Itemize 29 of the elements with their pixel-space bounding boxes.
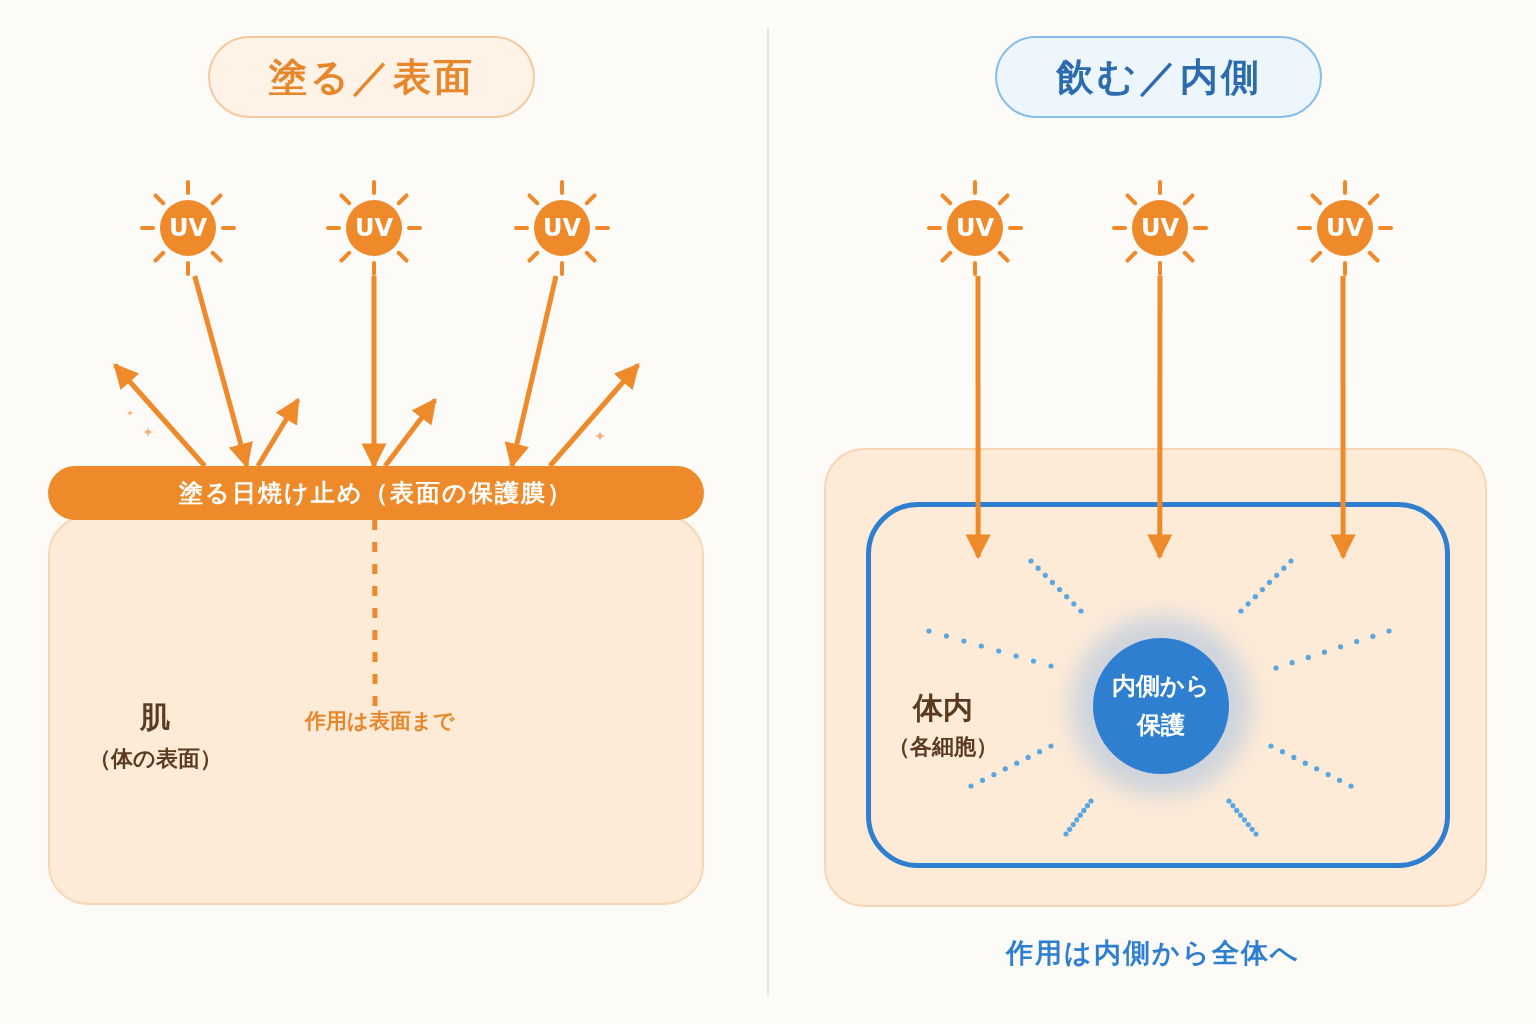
arrow	[504, 275, 559, 469]
arrow	[255, 397, 301, 468]
arrow	[192, 275, 253, 469]
region-label: 肌	[140, 697, 170, 736]
uv-label: UV	[354, 214, 394, 242]
section-title-pill: 飲む／内側	[995, 36, 1322, 118]
effect-note: 作用は表面まで	[284, 705, 475, 736]
uv-label: UV	[542, 214, 582, 242]
arrow	[547, 363, 640, 468]
uv-label: UV	[1325, 214, 1365, 242]
uv-label: UV	[168, 214, 208, 242]
uv-label: UV	[955, 214, 995, 242]
cell-region-frame	[865, 501, 1450, 868]
arrow	[1330, 276, 1356, 560]
protection-circle: 内側から保護	[1092, 637, 1229, 774]
body-area	[824, 448, 1487, 907]
caption-text: 作用は内側から全体へ	[1006, 936, 1300, 970]
arrow	[113, 363, 207, 468]
sunscreen-layer-bar: 塗る日焼け止め（表面の保護膜）	[48, 466, 704, 520]
region-sublabel: （体の表面）	[88, 745, 222, 773]
region-label: 体内	[912, 688, 973, 726]
region-sublabel: （各細胞）	[887, 732, 998, 761]
dashed-line	[372, 520, 378, 706]
section-title-pill: 塗る／表面	[208, 36, 535, 118]
arrow	[965, 276, 991, 560]
arrow	[1147, 276, 1173, 560]
uv-label: UV	[1140, 214, 1180, 242]
arrow	[361, 276, 387, 469]
arrow	[383, 398, 437, 468]
